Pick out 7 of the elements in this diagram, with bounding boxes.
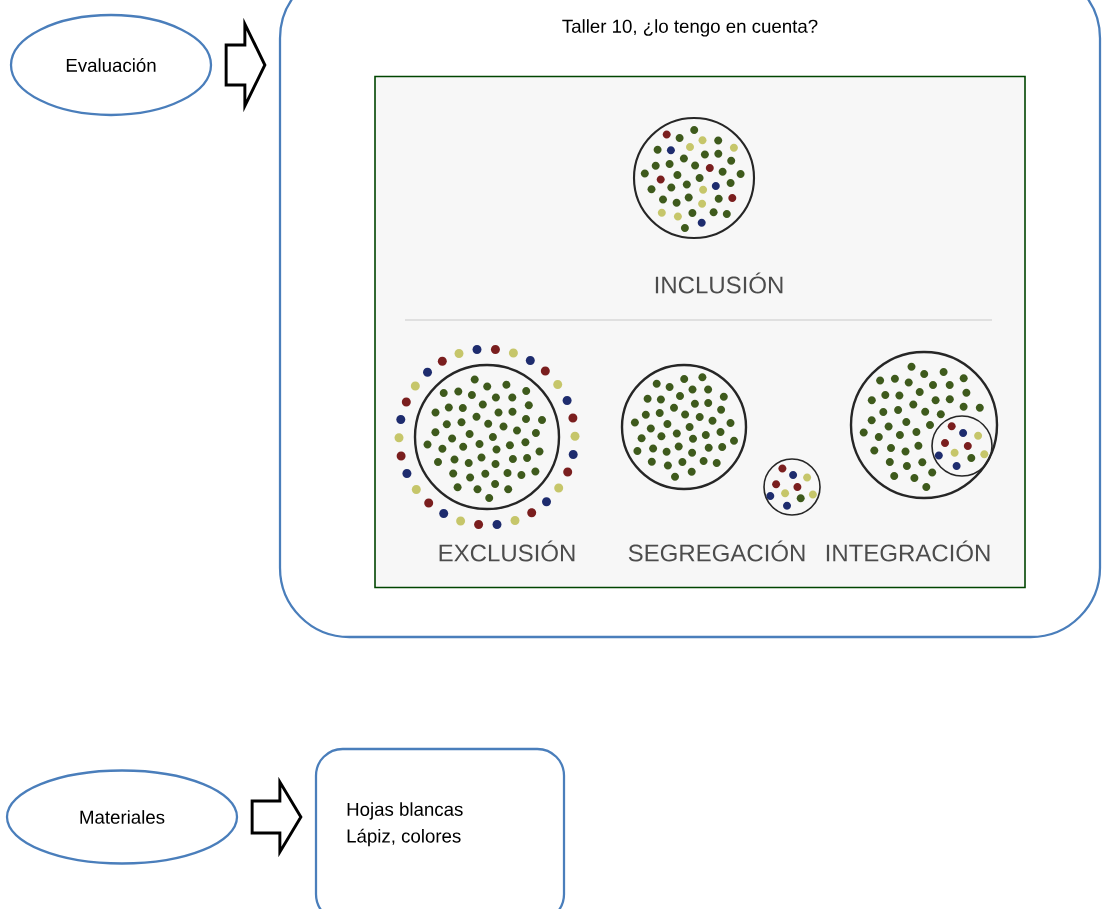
picture-caption: EXCLUSIÓN (439, 540, 575, 562)
picture-caption: INCLUSIÓN (655, 272, 783, 294)
rounded-box: Hojas blancas Lápiz, colores (314, 747, 566, 909)
picture-caption: SEGREGACIÓN (628, 540, 805, 562)
block-arrow (250, 776, 303, 858)
picture-caption: INTEGRACIÓN (826, 540, 990, 562)
block-arrow (224, 17, 267, 113)
